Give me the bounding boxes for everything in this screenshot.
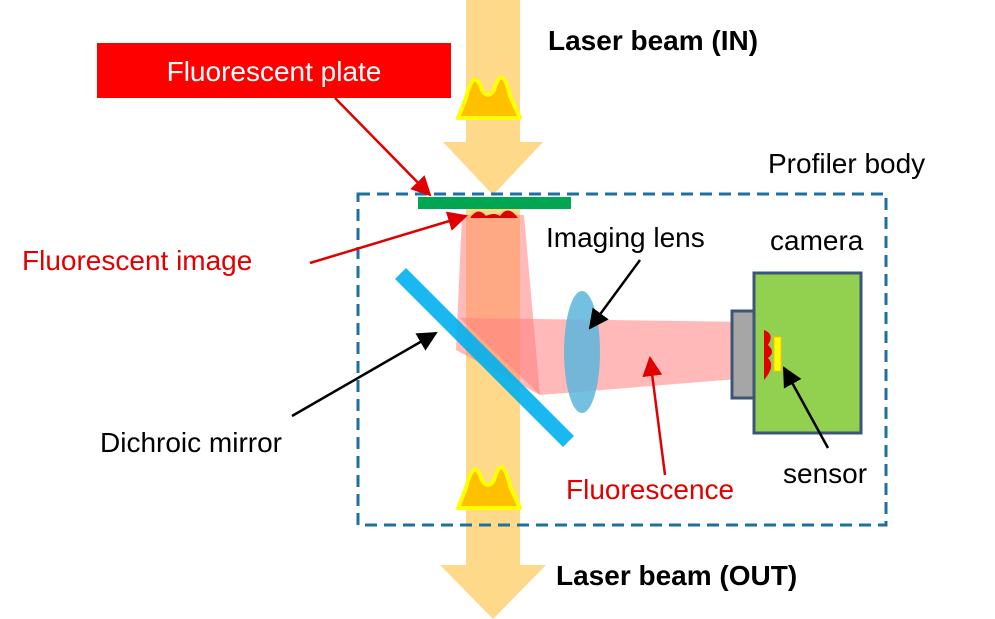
profiler-body-label: Profiler body [768,148,925,179]
fluorescent-plate-label: Fluorescent plate [167,56,382,87]
beam-profile-in-icon [456,75,522,120]
fluorescent-plate [418,197,571,209]
fluorescence-label: Fluorescence [566,474,734,505]
fluorescent-plate-arrow [334,97,432,197]
sensor-arrow [782,366,830,449]
imaging-lens-label: Imaging lens [546,222,705,253]
dichroic-mirror-label: Dichroic mirror [100,427,282,458]
laser-beam-in-shaft [466,0,520,142]
imaging-lens [564,291,600,413]
profiler-body-enclosure [356,192,888,527]
fluorescent-image-spot [470,210,518,218]
sensor-label: sensor [783,458,867,489]
fluorescence-cone-horizontal [460,318,750,395]
beam-profile-out-icon [456,465,522,510]
camera-label: camera [770,225,864,256]
laser-beam-in-arrowhead [443,142,543,195]
fluorescent-image-label: Fluorescent image [22,245,252,276]
laser-beam-in-label: Laser beam (IN) [548,25,758,56]
sensor-image-spot [764,330,772,380]
fluorescence-arrow [642,356,667,476]
camera-lens-mount [730,309,756,400]
dichroic-mirror-arrow [291,331,438,418]
fluorescent-image-arrow [309,211,468,265]
fluorescent-plate-label-box [97,43,451,98]
camera-sensor [773,336,782,372]
imaging-lens-arrow [588,259,642,330]
dichroic-mirror [395,268,574,447]
laser-beam-out-label: Laser beam (OUT) [556,560,797,591]
laser-beam-out-arrowhead [440,565,546,619]
